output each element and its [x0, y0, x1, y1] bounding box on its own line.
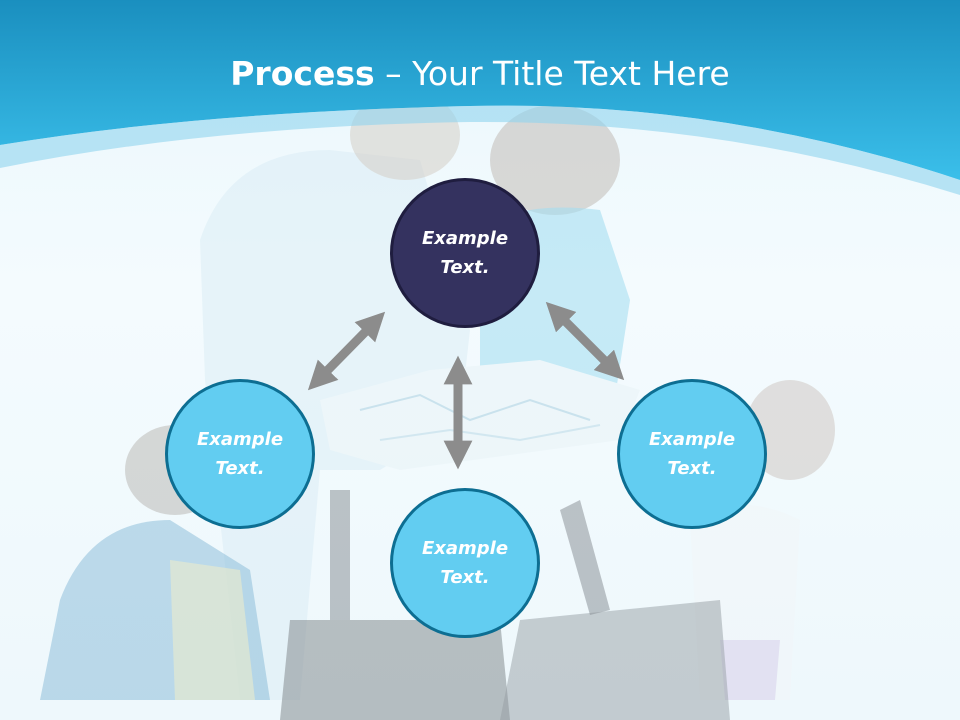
- process-node-bottom[interactable]: Example Text.: [390, 488, 540, 638]
- process-node-right[interactable]: Example Text.: [617, 379, 767, 529]
- slide-title[interactable]: Process – Your Title Text Here: [0, 52, 960, 96]
- header-band: [0, 0, 960, 195]
- title-bold-part: Process: [230, 54, 375, 93]
- process-node-top[interactable]: Example Text.: [390, 178, 540, 328]
- double-arrow-diagonal-right: [545, 301, 625, 381]
- double-arrow-diagonal-left: [307, 311, 386, 391]
- process-node-left[interactable]: Example Text.: [165, 379, 315, 529]
- title-rest-part: – Your Title Text Here: [374, 54, 730, 93]
